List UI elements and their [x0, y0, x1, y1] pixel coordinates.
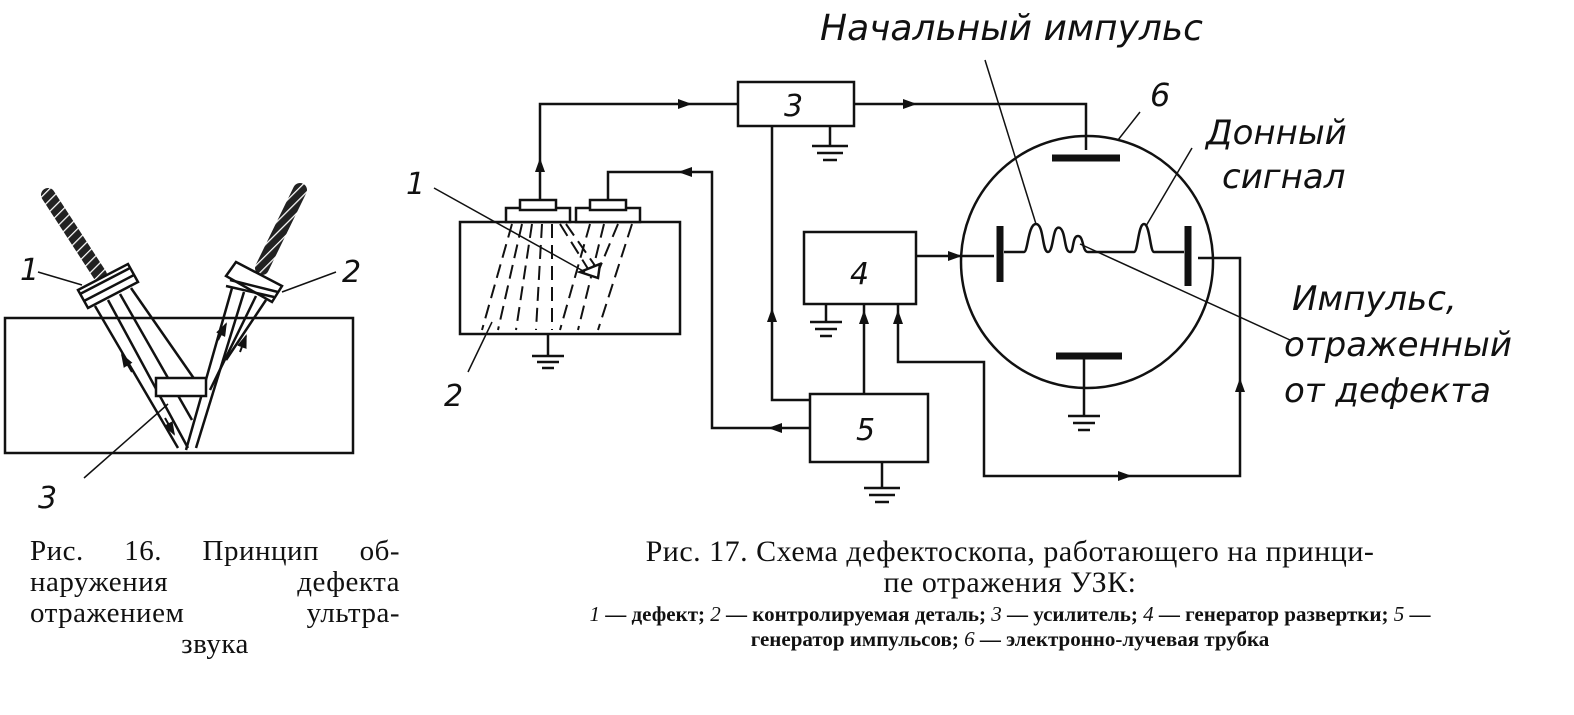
label-defect-pulse-2: отраженный: [1284, 325, 1512, 365]
block-3-label: 3: [784, 89, 803, 124]
fig17-label-2: 2: [444, 379, 463, 414]
fig16-caption: Рис. 16. Принцип об- наружения дефекта о…: [30, 536, 400, 660]
fig17-legend: 1 — дефект; 2 — контролируемая деталь; 3…: [505, 602, 1515, 652]
wire-sweep-to-crt-right: [896, 256, 1242, 478]
test-part-2: [458, 220, 682, 336]
label-bottom-signal-2: сигнал: [1222, 157, 1345, 197]
legend-num: 5: [1393, 602, 1405, 626]
probe-1-transmitter: [41, 188, 197, 449]
fig16-caption-line: наружения дефекта: [30, 566, 400, 598]
fig16-label-3: 3: [38, 481, 57, 516]
defect-3: [154, 376, 208, 398]
ground-amplifier: [812, 126, 848, 162]
legend-text: — генератор развертки;: [1153, 602, 1394, 626]
wire-pulse-to-probe: [606, 170, 810, 430]
label-defect-pulse-1: Импульс,: [1292, 279, 1457, 319]
legend-text: — дефект;: [600, 602, 711, 626]
fig16-caption-line: звука: [181, 628, 249, 660]
defect-1: [576, 262, 602, 280]
ground-crt: [1068, 356, 1100, 432]
legend-num: 3: [991, 602, 1002, 626]
fig17-caption-line-1: Рис. 17. Схема дефектоскопа, работающего…: [645, 535, 1375, 568]
figure-16-reflection-principle: [3, 183, 355, 479]
probe-arrows-fig16: [120, 322, 247, 436]
wire-probe-to-amplifier: [538, 102, 738, 200]
fig16-caption-line: отражением ультра-: [30, 597, 400, 629]
legend-num: 2: [710, 602, 721, 626]
legend-num: 4: [1143, 602, 1154, 626]
wire-amplifier-to-crt: [854, 102, 1088, 150]
test-part-block: [3, 316, 355, 455]
fig17-label-1: 1: [406, 167, 425, 202]
legend-text: — электронно-лучевая трубка: [974, 627, 1270, 651]
legend-text: — генератор импульсов;: [750, 602, 1431, 651]
legend-num: 1: [589, 602, 601, 626]
ground-sweep: [810, 304, 842, 338]
legend-text: — контролируемая деталь;: [720, 602, 992, 626]
probe-2-receiver: [184, 183, 307, 451]
block-4-sweep-generator: [802, 230, 918, 306]
crt-6: [959, 134, 1215, 390]
label-bottom-signal-1: Донный: [1204, 113, 1347, 153]
ground-part: [532, 334, 564, 370]
fig17-caption-line-2: пе отражения УЗК:: [883, 566, 1137, 599]
figure-17-flaw-detector-schematic: [433, 59, 1291, 504]
label-defect-pulse-3: от дефекта: [1284, 371, 1491, 411]
legend-num: 6: [964, 627, 975, 651]
label-initial-pulse: Начальный импульс: [820, 8, 1203, 49]
fig16-caption-line: Рис. 16. Принцип об-: [30, 535, 400, 567]
fig16-label-2: 2: [342, 255, 361, 290]
fig17-caption: Рис. 17. Схема дефектоскопа, работающего…: [505, 536, 1515, 652]
crt-trace: [1004, 222, 1184, 254]
block-5-label: 5: [856, 413, 875, 448]
legend-text: — усилитель;: [1001, 602, 1144, 626]
wire-amplifier-to-pulse: [770, 126, 810, 402]
crt-label-6: 6: [1150, 76, 1170, 114]
ground-pulse: [864, 462, 900, 504]
ultrasound-beams: [481, 223, 633, 331]
fig16-label-1: 1: [20, 253, 39, 288]
block-4-label: 4: [850, 257, 869, 292]
